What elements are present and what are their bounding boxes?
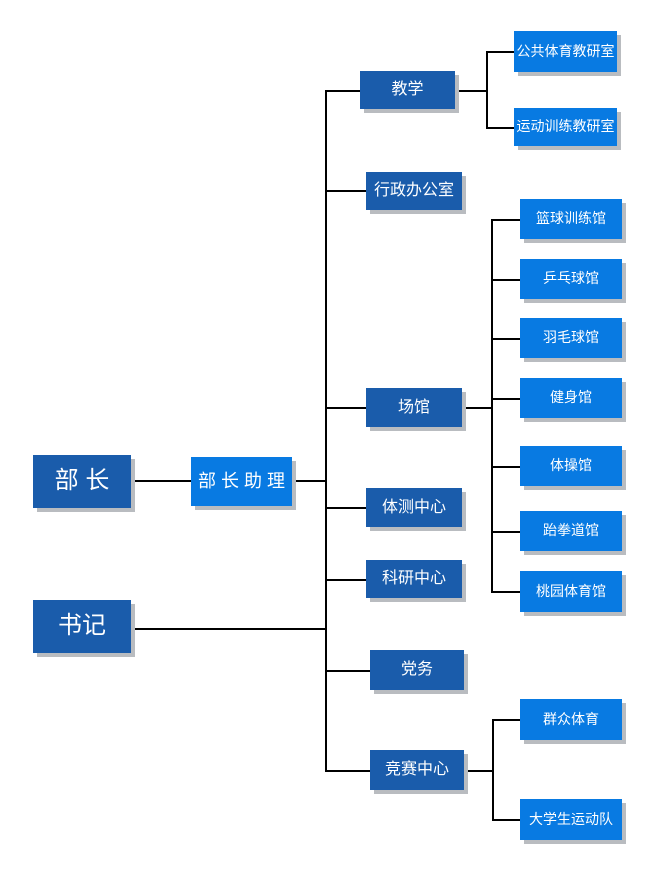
connector-branch-teaching — [325, 90, 360, 92]
connector-branch-basketball — [491, 219, 520, 221]
connector-branch-fitness-gym — [491, 398, 520, 400]
connector-venues-bracket — [462, 407, 491, 409]
connector-branch-taekwondo — [491, 531, 520, 533]
org-node-fitness-test-center: 体测中心 — [366, 488, 462, 527]
connector-branch-venues — [325, 407, 366, 409]
org-node-fitness-gym: 健身馆 — [520, 378, 622, 418]
org-node-competition-center: 竞赛中心 — [370, 750, 464, 790]
connector-branch-competition — [325, 770, 370, 772]
connector-branch-admin-office — [325, 190, 366, 192]
org-node-minister: 部 长 — [33, 455, 131, 508]
connector-branch-party-affairs — [325, 670, 370, 672]
connector-branch-mass-sports — [492, 719, 520, 721]
org-node-party-affairs: 党务 — [370, 650, 464, 690]
connector-minister-assistant — [131, 480, 191, 482]
org-node-taoyuan-gymnasium: 桃园体育馆 — [520, 571, 622, 612]
org-node-public-pe-teaching-office: 公共体育教研室 — [514, 31, 617, 72]
connector-competition-bracket — [464, 770, 492, 772]
org-node-secretary: 书记 — [33, 600, 131, 653]
connector-branch-badminton — [491, 338, 520, 340]
org-node-sports-training-teaching-office: 运动训练教研室 — [514, 108, 617, 146]
org-node-teaching: 教学 — [360, 71, 455, 109]
org-node-gymnastics-gym: 体操馆 — [520, 446, 622, 486]
org-node-mass-sports: 群众体育 — [520, 699, 622, 740]
connector-teaching-bracket-spine — [486, 51, 488, 129]
connector-secretary-spine — [131, 628, 326, 630]
org-node-university-sports-teams: 大学生运动队 — [520, 799, 622, 840]
org-node-venues: 场馆 — [366, 388, 462, 427]
connector-branch-university-teams — [492, 819, 520, 821]
org-node-assistant: 部 长 助 理 — [191, 457, 292, 506]
org-node-admin-office: 行政办公室 — [366, 172, 462, 210]
connector-branch-research — [325, 579, 366, 581]
org-node-research-center: 科研中心 — [366, 560, 462, 598]
connector-branch-gymnastics — [491, 466, 520, 468]
connector-branch-sports-training — [486, 127, 514, 129]
org-node-basketball-training-gym: 篮球训练馆 — [520, 199, 622, 239]
connector-assistant-spine — [292, 480, 326, 482]
connector-main-spine — [325, 90, 327, 772]
org-node-taekwondo-gym: 跆拳道馆 — [520, 511, 622, 551]
connector-branch-fitness-test — [325, 507, 366, 509]
connector-branch-public-pe — [486, 51, 514, 53]
connector-branch-table-tennis — [491, 279, 520, 281]
connector-competition-bracket-spine — [492, 719, 494, 821]
connector-venues-bracket-spine — [491, 219, 493, 593]
connector-branch-taoyuan — [491, 591, 520, 593]
org-node-table-tennis-gym: 乒乓球馆 — [520, 259, 622, 299]
connector-teaching-bracket — [455, 90, 486, 92]
org-node-badminton-gym: 羽毛球馆 — [520, 318, 622, 358]
